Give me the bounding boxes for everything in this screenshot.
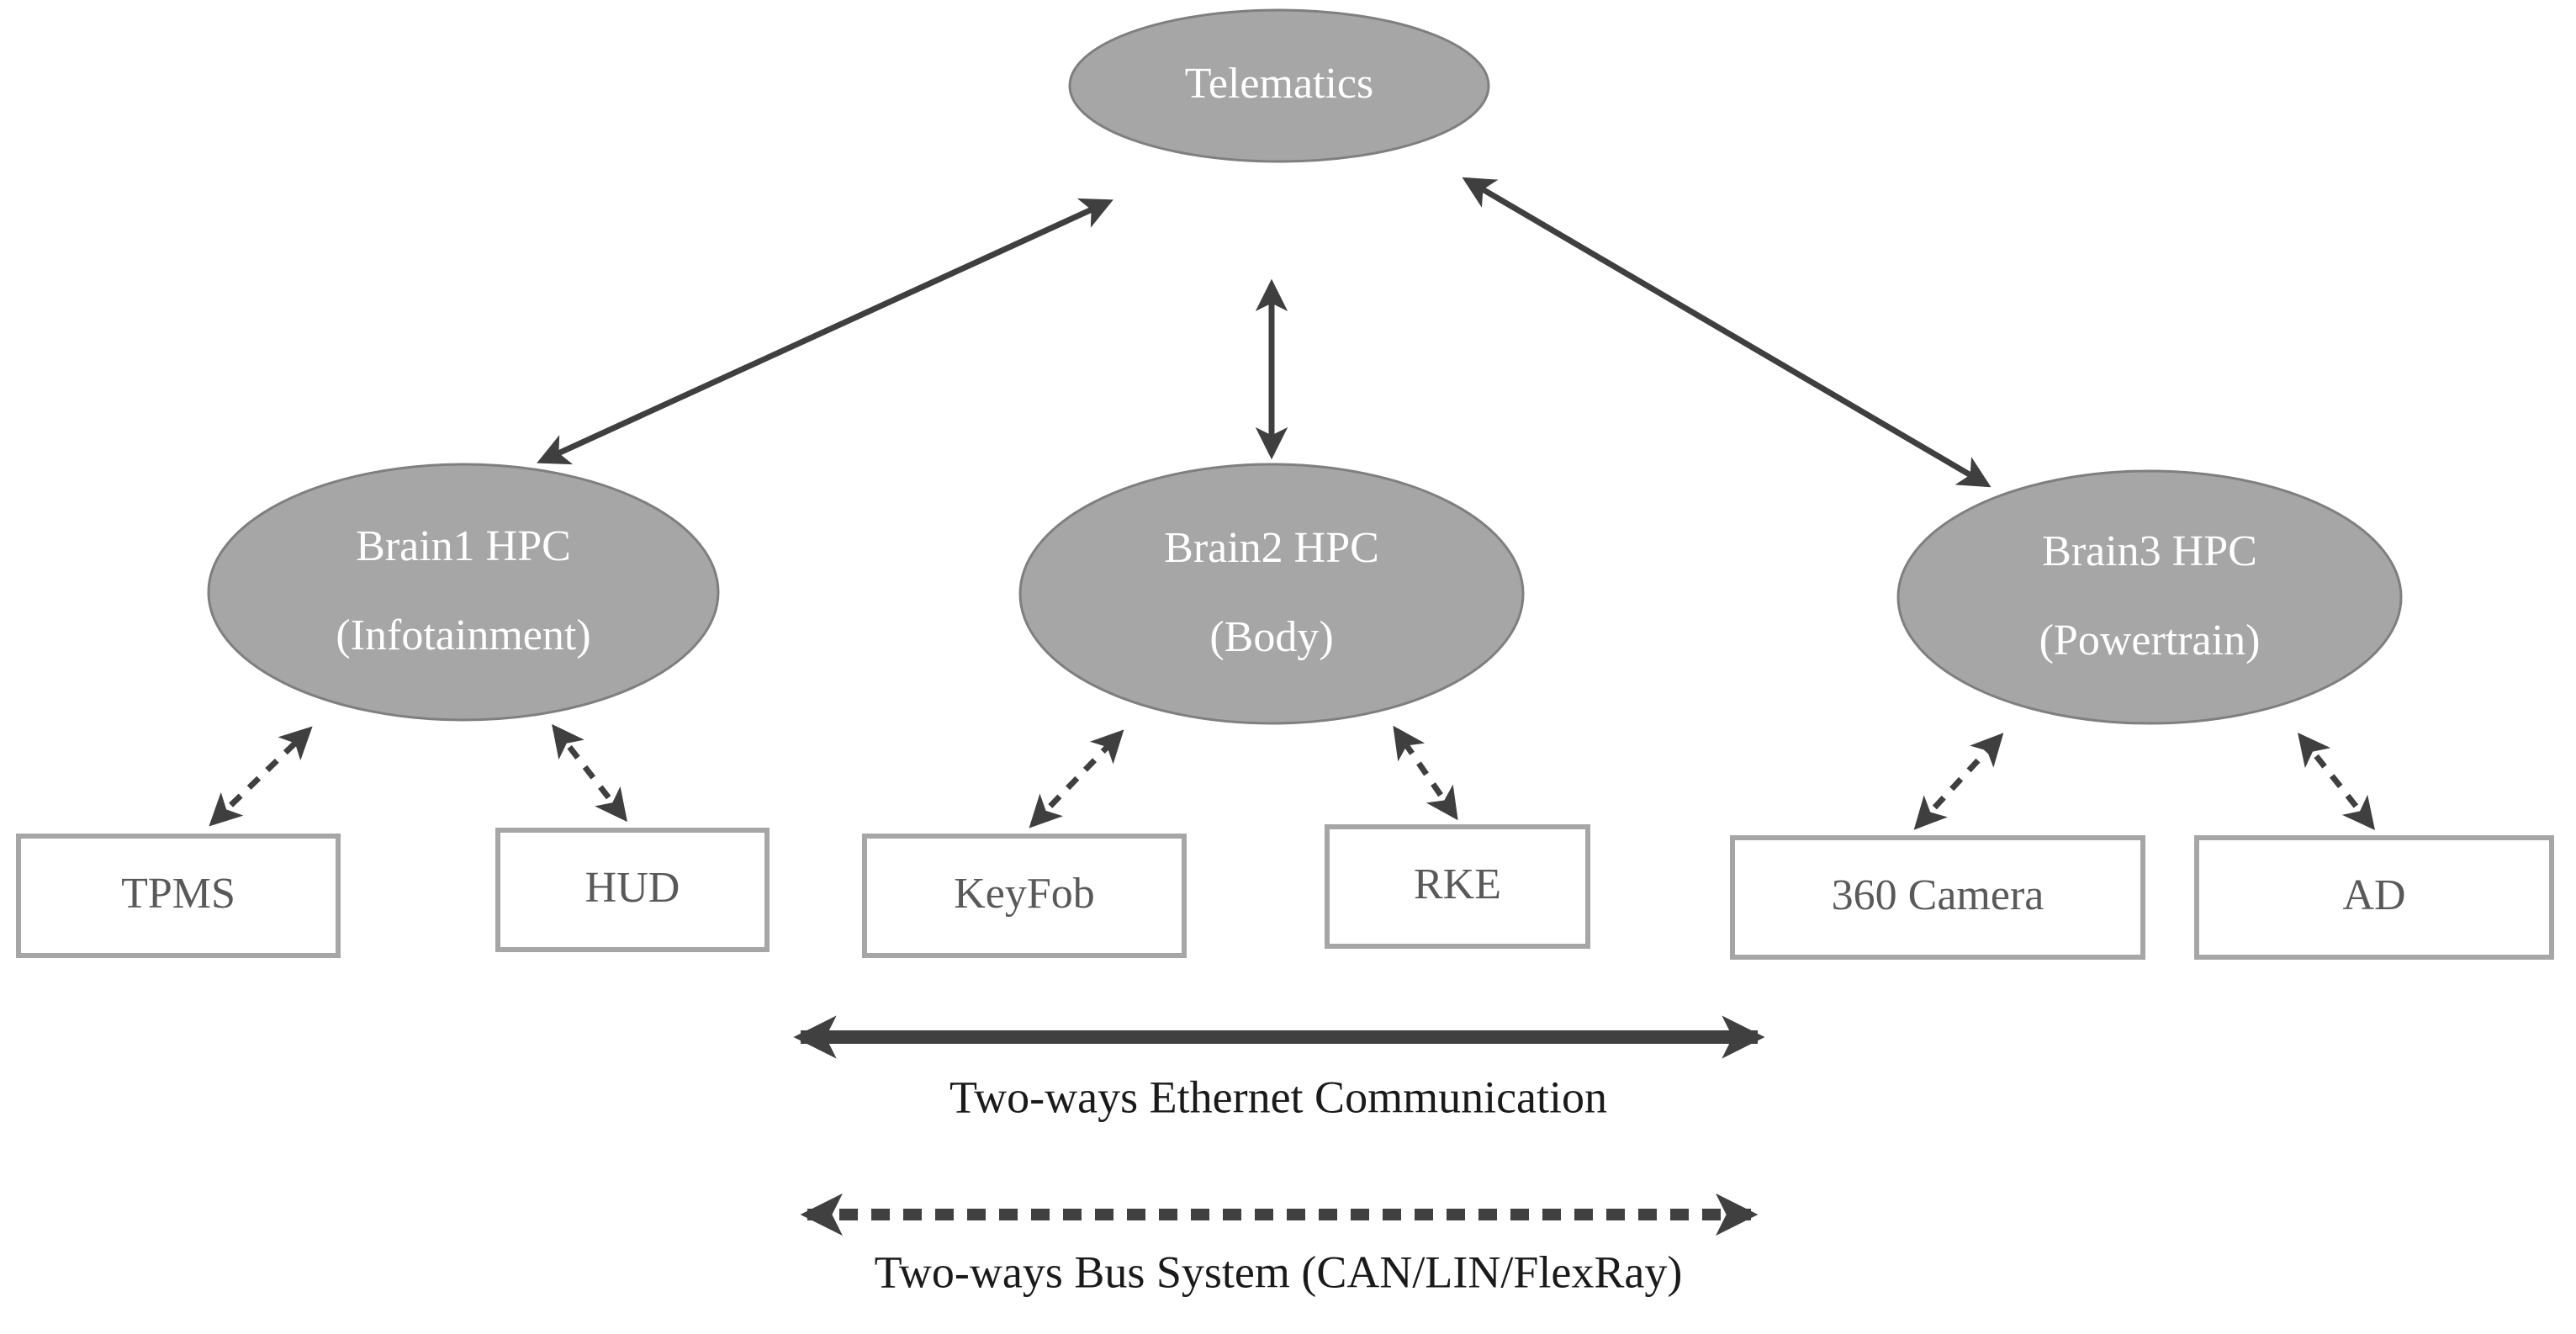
node-brain1[interactable]: Brain1 HPC (Infotainment) <box>207 463 720 722</box>
legend-ethernet-label: Two-ways Ethernet Communication <box>949 1072 1607 1122</box>
edge-brain1-telematics <box>537 198 1113 465</box>
telematics-ellipse <box>1068 8 1490 163</box>
keyfob-box <box>862 834 1187 958</box>
hud-label: HUD <box>585 864 680 912</box>
node-rke[interactable]: RKE <box>1325 824 1590 949</box>
node-camera360[interactable]: 360 Camera <box>1730 835 2145 960</box>
edge-group-backbone <box>537 177 1992 488</box>
legend-bus: Two-ways Bus System (CAN/LIN/FlexRay) <box>800 1193 1759 1297</box>
legend-ethernet: Two-ways Ethernet Communication <box>793 1015 1765 1122</box>
edge-ad-brain3 <box>2298 732 2375 831</box>
camera360-label: 360 Camera <box>1832 871 2044 919</box>
ad-label: AD <box>2342 871 2405 919</box>
edge-hud-brain1 <box>552 723 627 823</box>
node-ad[interactable]: AD <box>2194 835 2554 960</box>
hud-box <box>495 828 770 952</box>
node-keyfob[interactable]: KeyFob <box>862 834 1187 958</box>
brain2-label-line1: Brain2 HPC <box>1164 524 1379 572</box>
ad-box <box>2194 835 2554 960</box>
telematics-label: Telematics <box>1185 60 1373 108</box>
edge-keyfob-brain2 <box>1029 729 1124 828</box>
rke-box <box>1325 824 1590 949</box>
tpms-label: TPMS <box>121 870 235 918</box>
edge-camera360-brain3 <box>1913 733 2004 830</box>
edge-rke-brain2 <box>1393 725 1458 821</box>
node-tpms[interactable]: TPMS <box>16 834 341 958</box>
edge-group-leaves <box>209 723 2375 831</box>
brain3-label-line2: (Powertrain) <box>2039 617 2261 664</box>
edge-tpms-brain1 <box>209 726 313 827</box>
brain2-label-line2: (Body) <box>1209 613 1333 661</box>
node-brain3[interactable]: Brain3 HPC (Powertrain) <box>1896 469 2403 725</box>
rke-label: RKE <box>1414 860 1501 908</box>
node-telematics[interactable]: Telematics <box>1068 8 1490 163</box>
brain1-ellipse <box>207 463 720 722</box>
brain2-ellipse <box>1018 463 1525 725</box>
camera360-box <box>1730 835 2145 960</box>
brain3-label-line1: Brain3 HPC <box>2042 527 2257 575</box>
legend-bus-label: Two-ways Bus System (CAN/LIN/FlexRay) <box>875 1247 1683 1297</box>
brain1-label-line1: Brain1 HPC <box>356 522 571 570</box>
brain3-ellipse <box>1896 469 2403 725</box>
tpms-box <box>16 834 341 958</box>
keyfob-label: KeyFob <box>954 870 1095 918</box>
node-hud[interactable]: HUD <box>495 828 770 952</box>
node-brain2[interactable]: Brain2 HPC (Body) <box>1018 463 1525 725</box>
edge-brain3-telematics <box>1462 177 1992 488</box>
brain1-label-line2: (Infotainment) <box>336 611 590 659</box>
